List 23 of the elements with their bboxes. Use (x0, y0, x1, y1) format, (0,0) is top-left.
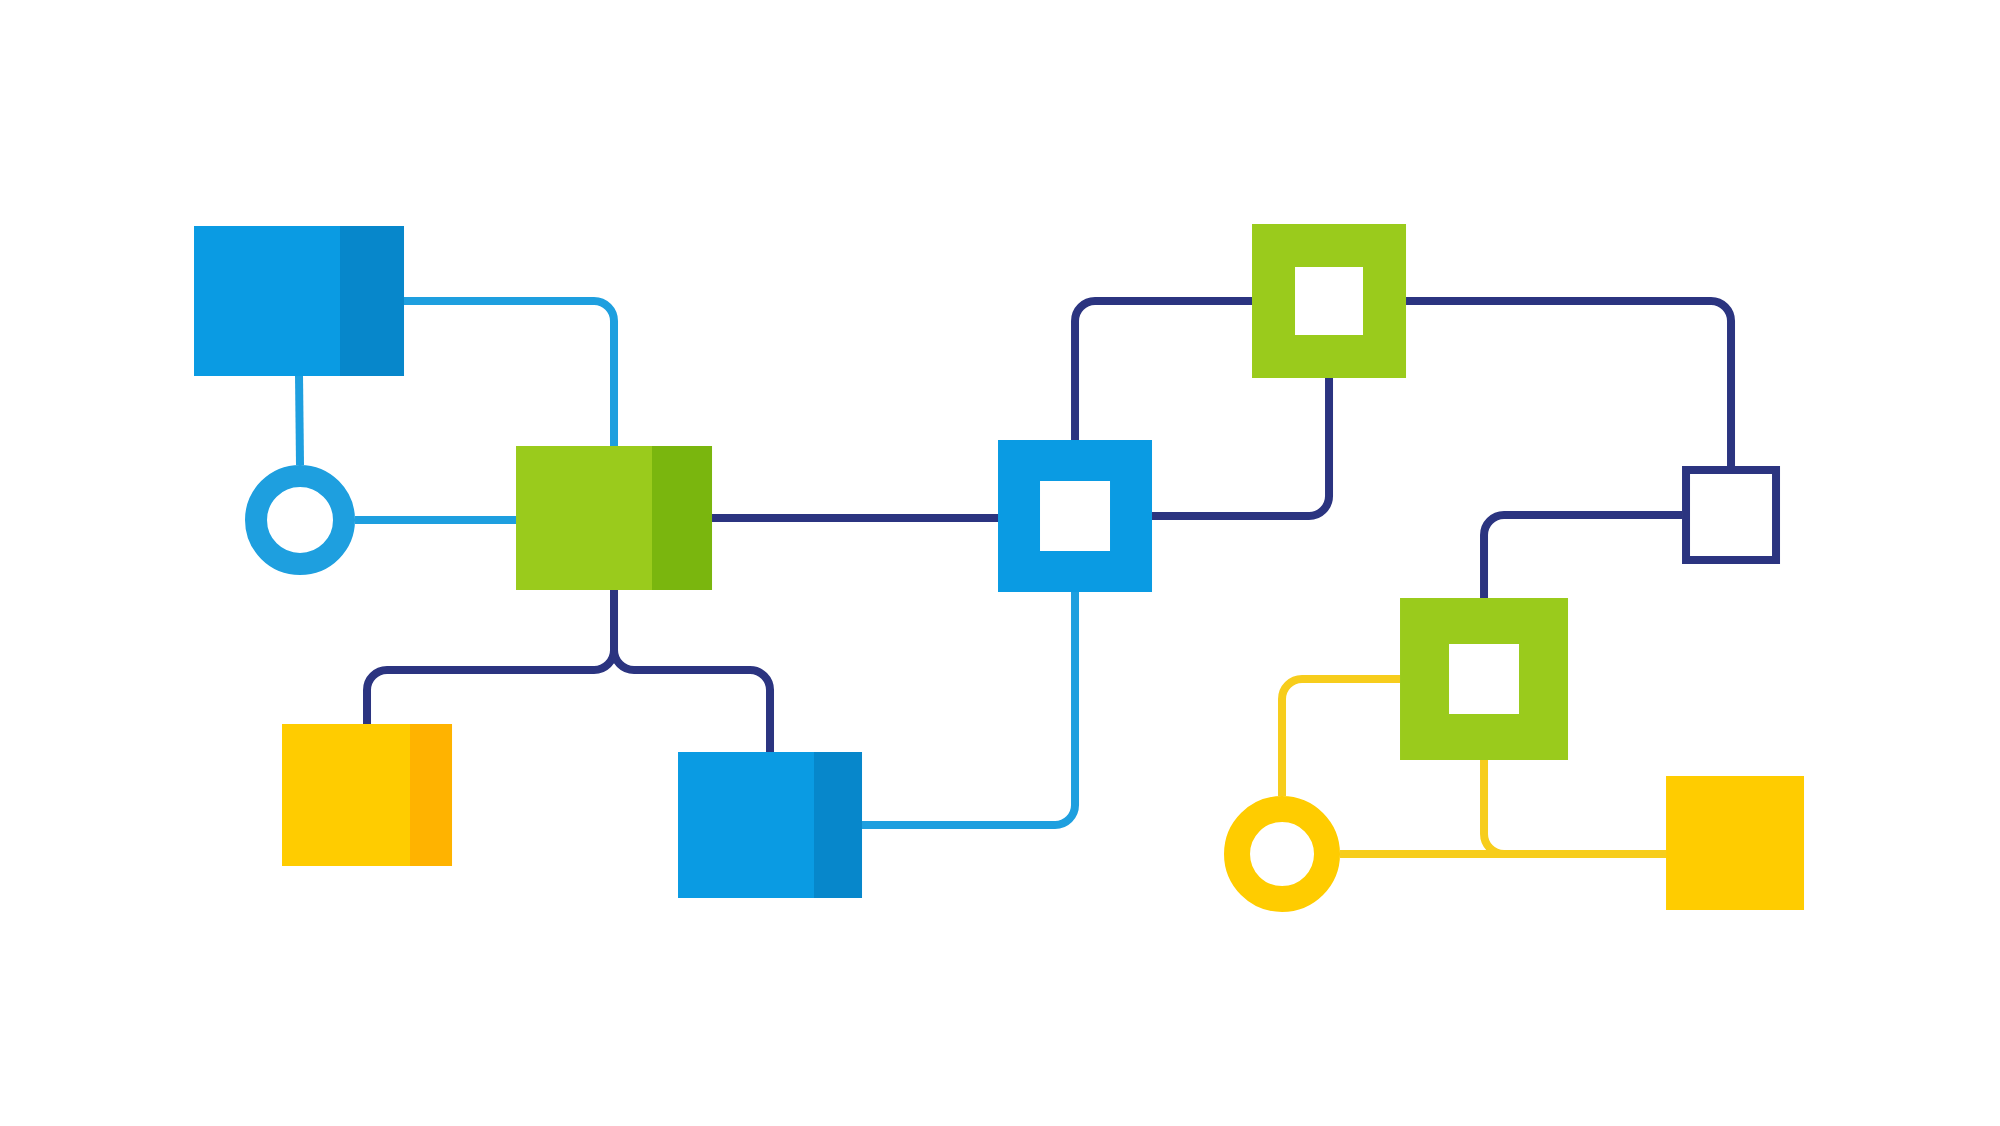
connector-line (1071, 297, 1252, 440)
connector-line (1340, 850, 1666, 858)
ring (245, 465, 355, 575)
connector-line (295, 375, 304, 466)
hollow-square (1400, 598, 1568, 760)
square-block (282, 724, 452, 866)
connector-line (1480, 511, 1682, 598)
hollow-square (998, 440, 1152, 592)
ring (1224, 796, 1340, 912)
hollow-square (1252, 224, 1406, 378)
square-block (516, 446, 712, 590)
connector-line (1278, 675, 1400, 796)
outlined-square (1682, 466, 1781, 564)
square-block (1666, 776, 1804, 910)
connector-line (1152, 378, 1333, 520)
connector-line (610, 590, 774, 752)
connector-line (404, 297, 618, 446)
connector-line (862, 592, 1079, 829)
square-block (678, 752, 862, 898)
connector-line (355, 516, 516, 524)
connector-line (712, 514, 998, 522)
connector-line (1406, 297, 1735, 466)
square-block (194, 226, 404, 376)
